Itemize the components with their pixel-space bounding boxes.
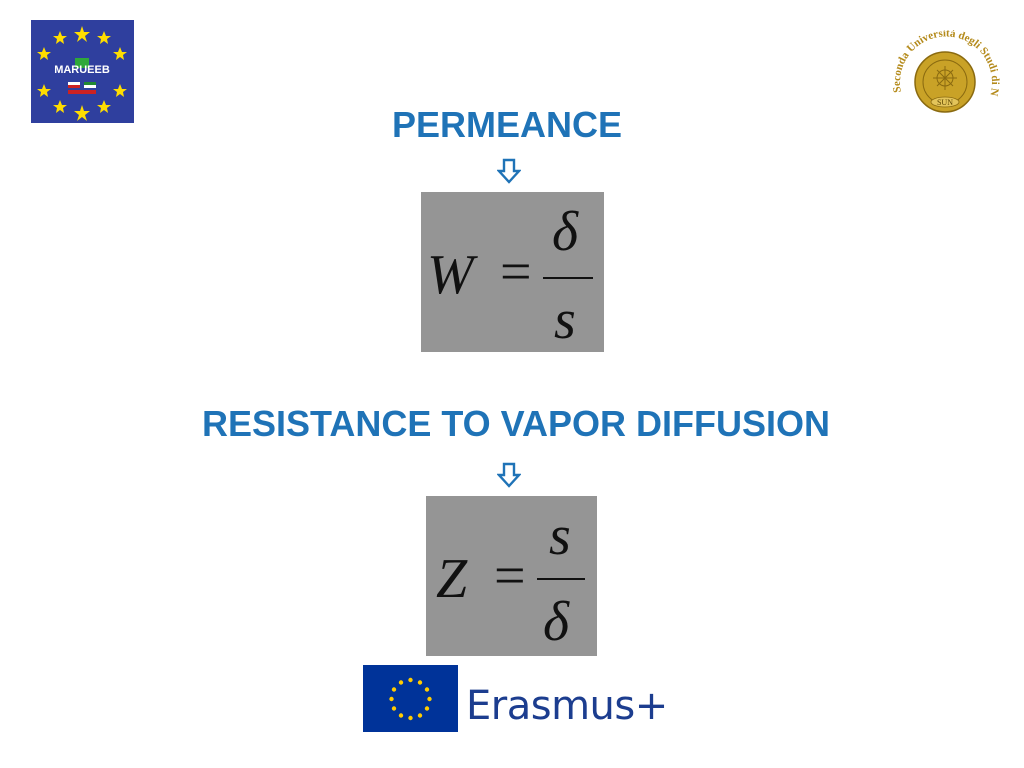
- down-arrow-icon: [497, 158, 521, 184]
- erasmus-plus-logo-text: Erasmus+: [466, 683, 668, 729]
- formula-denominator: s: [554, 289, 576, 351]
- marueeb-logo: MARUEEB: [31, 20, 134, 123]
- formula-lhs: W: [427, 244, 474, 306]
- fraction-bar: [543, 277, 593, 279]
- formula-equals: =: [494, 545, 526, 607]
- university-seal-logo: SUN Seconda Università degli Studi di Na…: [887, 30, 1001, 113]
- resistance-heading: RESISTANCE TO VAPOR DIFFUSION: [201, 403, 831, 444]
- formula-equals: =: [500, 241, 532, 303]
- formula-numerator: s: [549, 505, 571, 567]
- formula-lhs: Z: [436, 548, 468, 610]
- resistance-formula: Z = s δ: [426, 496, 597, 656]
- permeance-heading: PERMEANCE: [391, 104, 623, 145]
- formula-denominator: δ: [543, 591, 570, 653]
- svg-text:MARUEEB: MARUEEB: [54, 64, 110, 76]
- eu-flag-icon: [363, 665, 458, 732]
- down-arrow-icon: [497, 462, 521, 488]
- svg-text:SUN: SUN: [937, 98, 953, 107]
- fraction-bar: [537, 578, 585, 580]
- permeance-formula: W = δ s: [421, 192, 604, 352]
- formula-numerator: δ: [552, 201, 579, 263]
